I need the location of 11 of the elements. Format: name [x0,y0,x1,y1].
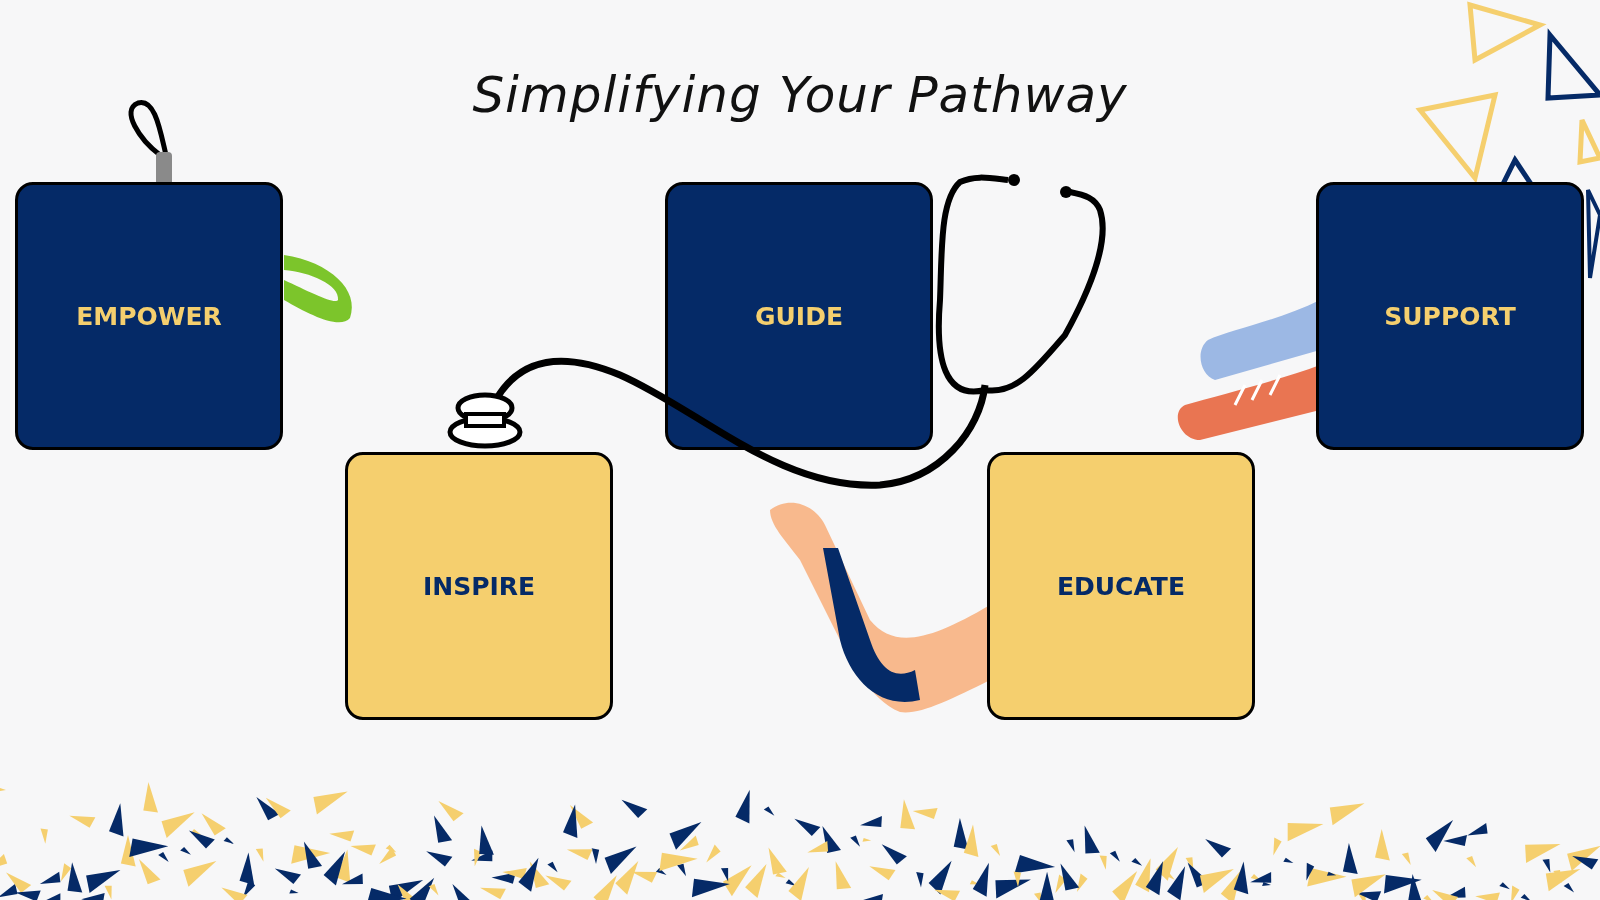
card-label: GUIDE [755,301,843,331]
card-label: EDUCATE [1057,571,1185,601]
pathway-card [1316,182,1584,450]
card-label: SUPPORT [1384,301,1516,331]
card-label: EMPOWER [76,301,222,331]
card-label: INSPIRE [422,571,536,601]
pathway-card [987,452,1255,720]
pathway-card [665,182,933,450]
pathway-card [15,182,283,450]
title: Simplifying Your Pathway [472,66,1128,124]
pathway-card [345,452,613,720]
